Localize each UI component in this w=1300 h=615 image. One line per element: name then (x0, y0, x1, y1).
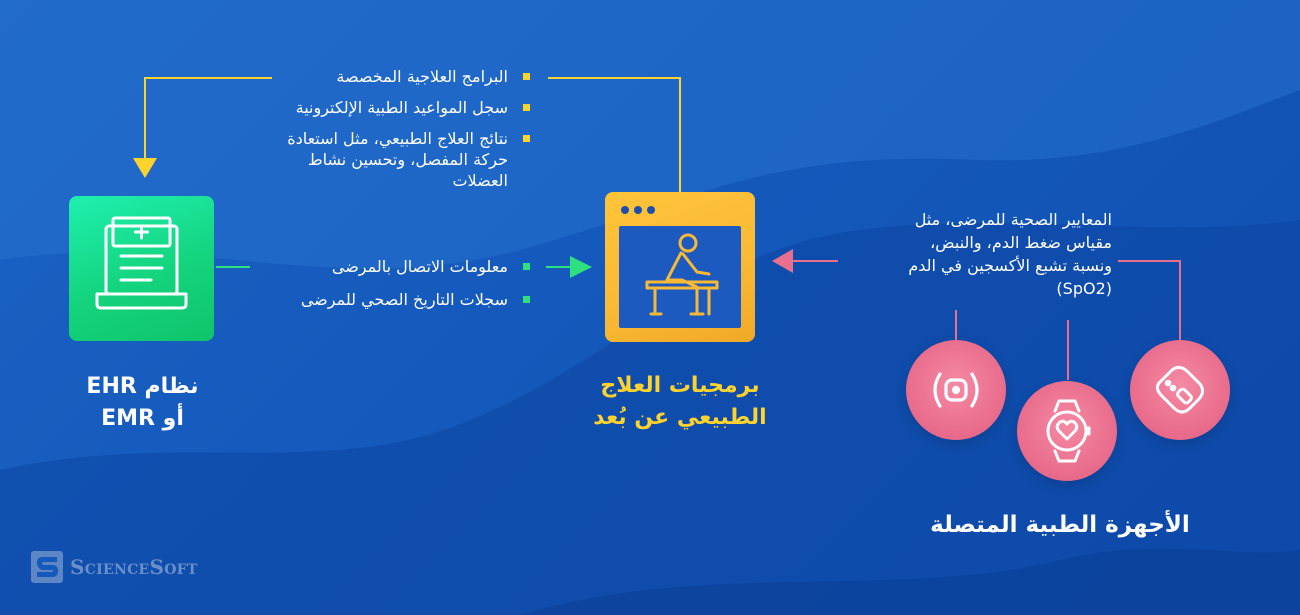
list-item: سجل المواعيد الطبية الإلكترونية (230, 97, 530, 118)
bullet (523, 73, 530, 80)
list-item-text: سجل المواعيد الطبية الإلكترونية (295, 98, 508, 117)
telerehab-title: برمجيات العلاج الطبيعي عن بُعد (560, 370, 800, 434)
smartwatch-heart-icon (1046, 399, 1091, 463)
device-wristband (1130, 340, 1230, 440)
wristband-icon (1155, 365, 1205, 414)
list-item-text: العضلات (452, 171, 508, 190)
telerehab-title-line2: الطبيعي عن بُعد (593, 405, 767, 430)
list-item-text: سجلات التاريخ الصحي للمرضى (300, 290, 508, 309)
device-watch (1017, 381, 1117, 481)
connector-wristband (1118, 260, 1181, 340)
devices-description-line1: المعايير الصحية للمرضى، مثل (914, 210, 1112, 229)
list-item: البرامج العلاجية المخصصة (230, 66, 530, 87)
connector-telerehab-to-list (548, 77, 681, 192)
telerehab-box (605, 192, 755, 342)
arrow-head-to-telerehab (570, 256, 592, 278)
devices-description-line3: ونسبة تشبع الأكسجين في الدم (908, 256, 1112, 275)
ehr-title: نظام EHR أو EMR (40, 371, 245, 435)
bullet (523, 104, 530, 111)
connector-list-to-ehr (144, 77, 272, 160)
devices-description-line4: (SpO2) (1056, 279, 1112, 298)
ehr-title-line2: أو EMR (101, 406, 184, 431)
bullet (523, 135, 530, 142)
bullet (523, 296, 530, 303)
arrow-head-to-telerehab-pink (772, 249, 793, 273)
laptop-medical-record-icon (95, 216, 188, 310)
middle-list: معلومات الاتصال بالمرضى سجلات التاريخ ال… (230, 256, 530, 322)
devices-description: المعايير الصحية للمرضى، مثل مقياس ضغط ال… (812, 208, 1112, 300)
bullet (523, 263, 530, 270)
telerehab-title-line1: برمجيات العلاج (600, 373, 760, 398)
sciencesoft-logo-text: ScienceSoft (70, 555, 198, 579)
list-item-text: حركة المفصل، وتحسين نشاط (307, 150, 508, 169)
device-sensor (906, 340, 1006, 440)
top-list: البرامج العلاجية المخصصة سجل المواعيد ال… (230, 66, 530, 201)
list-item-text: معلومات الاتصال بالمرضى (331, 257, 508, 276)
list-item: سجلات التاريخ الصحي للمرضى (230, 289, 530, 310)
ehr-title-line1: نظام EHR (86, 374, 199, 399)
ehr-box (69, 196, 214, 341)
devices-title: الأجهزة الطبية المتصلة (900, 510, 1220, 540)
list-item: نتائج العلاج الطبيعي، مثل استعادة حركة ا… (230, 128, 530, 191)
pressure-sensor-icon (933, 372, 979, 408)
list-item-text: البرامج العلاجية المخصصة (336, 67, 508, 86)
exercise-bike-window-icon (619, 206, 741, 328)
list-item-text: نتائج العلاج الطبيعي، مثل استعادة (287, 129, 508, 148)
devices-title-text: الأجهزة الطبية المتصلة (930, 512, 1190, 538)
arrow-head-to-ehr (133, 158, 157, 178)
sciencesoft-logo-icon (31, 551, 63, 583)
list-item: معلومات الاتصال بالمرضى (230, 256, 530, 277)
sciencesoft-logo: ScienceSoft (30, 550, 198, 584)
devices-description-line2: مقياس ضغط الدم، والنبض، (930, 233, 1112, 252)
